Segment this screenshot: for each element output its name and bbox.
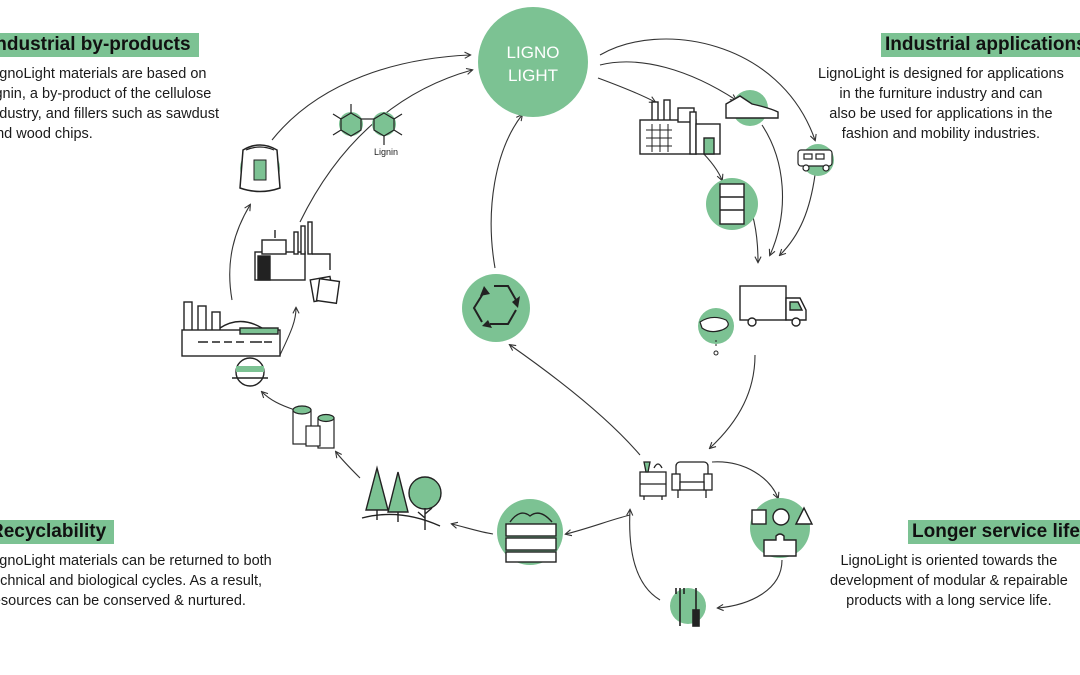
arrow-truck-to-furniture	[710, 354, 756, 448]
arrow-crate-to-trees	[452, 524, 494, 535]
arrow-center-to-shoe	[599, 61, 736, 100]
lignin-label: Lignin	[374, 147, 398, 157]
cellulose-factory-icon	[254, 221, 341, 305]
center-label-line2: LIGHT	[508, 66, 558, 85]
arrow-shoe-to-truck	[761, 124, 784, 255]
arrow-lignin-to-center	[299, 70, 472, 223]
bookshelf-icon	[706, 178, 758, 230]
sawdust-sack-icon	[239, 144, 281, 193]
repair-tools-icon	[670, 588, 706, 627]
recyclability-heading: Recyclability	[0, 520, 115, 544]
service-life-text: LignoLight is oriented towards the devel…	[830, 553, 1068, 609]
arrow-sawmill-to-paper	[279, 308, 296, 356]
arrow-furniture-to-crate	[566, 514, 631, 534]
global-shipping-icon	[698, 308, 734, 356]
applications-text: LignoLight is designed for applications …	[818, 66, 1064, 142]
center-lignolight: LIGNO LIGHT	[478, 7, 588, 117]
applications-heading: Industrial applications	[881, 33, 1080, 57]
arrow-modular-to-tools	[718, 559, 783, 608]
arrow-trees-to-logs	[336, 452, 361, 479]
arrow-logs-to-sawmill	[262, 392, 296, 411]
forest-trees-icon	[361, 465, 442, 530]
arrow-furniture-to-recycle	[510, 345, 641, 456]
recyclability-text: LignoLight materials can be returned to …	[0, 553, 272, 609]
service-life-heading: Longer service life	[908, 520, 1080, 544]
arrow-factory-to-lignin	[229, 205, 250, 301]
by-products-text: LignoLight materials are based on lignin…	[0, 66, 220, 142]
compost-crate-icon	[497, 499, 563, 565]
arrow-van-to-truck	[780, 174, 816, 255]
delivery-truck-icon	[739, 285, 807, 327]
arrow-center-to-factory	[597, 77, 655, 102]
sawmill-factory-icon	[181, 301, 281, 387]
arrow-center-to-van	[599, 38, 815, 140]
modular-blocks-icon	[750, 498, 814, 558]
center-label-line1: LIGNO	[507, 43, 560, 62]
camper-van-icon	[797, 144, 834, 176]
arrow-furniture-to-modular	[711, 461, 778, 498]
arrow-tools-to-furniture	[630, 510, 661, 601]
logs-icon	[292, 405, 335, 449]
arrow-recycle-to-center	[490, 115, 522, 269]
lignin-molecule-icon: Lignin	[332, 104, 403, 157]
arrow-sack-to-center	[271, 55, 470, 141]
by-products-heading: Industrial by-products	[0, 33, 199, 57]
production-factory-icon	[639, 99, 721, 155]
furniture-icon	[639, 461, 713, 500]
recycle-icon	[462, 274, 530, 342]
shoe-icon	[725, 90, 779, 126]
